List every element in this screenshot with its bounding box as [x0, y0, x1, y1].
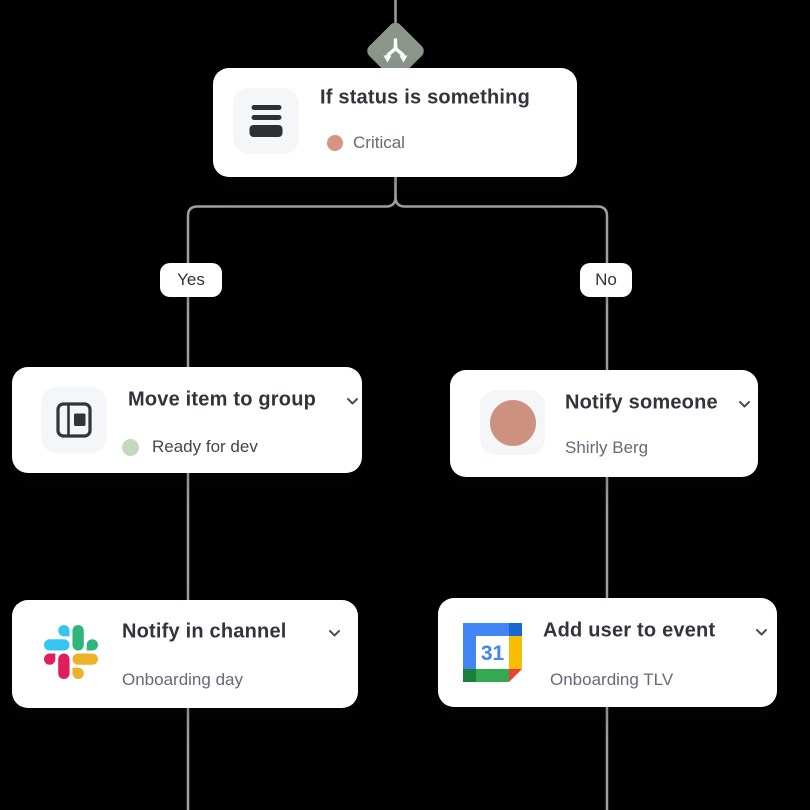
status-board-icon — [249, 105, 283, 137]
trigger-status-label: Critical — [353, 133, 405, 152]
wire-branch-no — [394, 175, 609, 372]
slack-logo-icon — [44, 625, 98, 679]
notify-someone-title: Notify someone — [565, 391, 718, 414]
trigger-card-if-status[interactable]: If status is something Critical — [213, 68, 577, 177]
add-user-event-title: Add user to event — [543, 619, 716, 642]
notify-someone-icon-tile — [480, 390, 545, 455]
notify-channel-title: Notify in channel — [122, 620, 287, 643]
move-item-title: Move item to group — [128, 388, 317, 411]
notify-someone-value: Shirly Berg — [565, 438, 649, 457]
branch-diamond-node[interactable] — [364, 20, 426, 82]
notify-channel-value: Onboarding day — [122, 670, 243, 689]
person-avatar — [489, 399, 536, 446]
trigger-title: If status is something — [320, 86, 530, 109]
trigger-status-row: Critical — [327, 133, 405, 153]
group-color-dot — [122, 438, 139, 456]
move-item-icon-tile — [41, 387, 107, 453]
chevron-down-icon[interactable] — [327, 626, 342, 641]
add-user-event-value: Onboarding TLV — [550, 670, 674, 689]
action-card-notify-channel[interactable]: Notify in channel Onboarding day — [12, 600, 358, 708]
action-card-add-user-event[interactable]: 31 Add user to event Onboarding TLV — [438, 598, 777, 707]
move-item-value-row: Ready for dev — [122, 437, 258, 457]
trigger-icon-tile — [233, 88, 299, 154]
action-card-notify-someone[interactable]: Notify someone Shirly Berg — [450, 370, 758, 477]
chevron-down-icon[interactable] — [345, 394, 360, 409]
action-card-move-item[interactable]: Move item to group Ready for dev — [12, 367, 362, 473]
layout-group-icon — [56, 402, 92, 438]
calendar-day-number: 31 — [481, 642, 505, 665]
chevron-down-icon[interactable] — [754, 625, 769, 640]
google-calendar-icon: 31 — [463, 623, 522, 682]
branch-label-yes: Yes — [160, 263, 222, 297]
branch-label-no: No — [580, 263, 632, 297]
branch-split-icon — [383, 38, 408, 63]
move-item-value: Ready for dev — [152, 437, 258, 456]
status-dot — [327, 135, 343, 151]
chevron-down-icon[interactable] — [737, 397, 752, 412]
